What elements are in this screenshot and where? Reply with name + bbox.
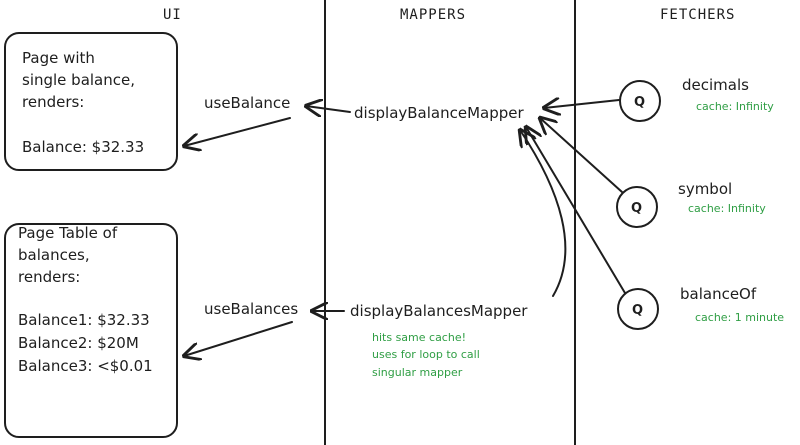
ui-box-balances-table <box>4 223 178 438</box>
arrow-decimals-to-mapper <box>544 100 620 108</box>
ui-box-line: Balance2: $20M <box>18 334 139 352</box>
ui-box-line: Balance1: $32.33 <box>18 311 150 329</box>
mapper-note-line: singular mapper <box>372 366 463 379</box>
column-header-fetchers: FETCHERS <box>660 7 735 23</box>
query-node-balanceof <box>617 288 659 330</box>
query-icon: Q <box>632 303 643 318</box>
arrow-symbol-to-mapper <box>540 118 623 193</box>
query-node-symbol <box>616 186 658 228</box>
query-icon: Q <box>634 95 645 110</box>
column-header-ui: UI <box>163 7 182 23</box>
query-node-decimals <box>619 80 661 122</box>
ui-box-line: Balance3: <$0.01 <box>18 357 153 375</box>
query-icon: Q <box>631 201 642 216</box>
ui-box-line: renders: <box>18 268 80 286</box>
ui-box-line: single balance, <box>22 71 135 89</box>
ui-box-line: Page with <box>22 49 95 67</box>
fetcher-name: balanceOf <box>680 285 757 303</box>
ui-box-line: balances, <box>18 246 90 264</box>
ui-box-line: renders: <box>22 93 84 111</box>
arrow-use-balance-to-page <box>184 117 291 146</box>
fetcher-cache: cache: Infinity <box>688 202 766 215</box>
mapper-note-line: hits same cache! <box>372 331 466 344</box>
arrow-balances-mapper-to-balance-mapper <box>520 130 567 297</box>
mapper-display-balance: displayBalanceMapper <box>354 104 524 122</box>
ui-box-line: Balance: $32.33 <box>22 138 144 156</box>
ui-box-line: Page Table of <box>18 224 118 242</box>
arrow-balanceof-to-mapper <box>526 127 626 294</box>
hook-use-balances: useBalances <box>204 300 298 318</box>
fetcher-cache: cache: 1 minute <box>695 311 784 324</box>
hook-use-balance: useBalance <box>204 94 290 112</box>
arrow-use-balances-to-page <box>184 321 293 356</box>
column-header-mappers: MAPPERS <box>400 7 466 23</box>
fetcher-name: symbol <box>678 180 732 198</box>
mapper-display-balances: displayBalancesMapper <box>350 302 528 320</box>
ui-box-single-balance <box>4 32 178 171</box>
fetcher-name: decimals <box>682 76 749 94</box>
fetcher-cache: cache: Infinity <box>696 100 774 113</box>
mapper-note-line: uses for loop to call <box>372 348 480 361</box>
arrow-mapper-to-use-balance <box>306 106 351 112</box>
